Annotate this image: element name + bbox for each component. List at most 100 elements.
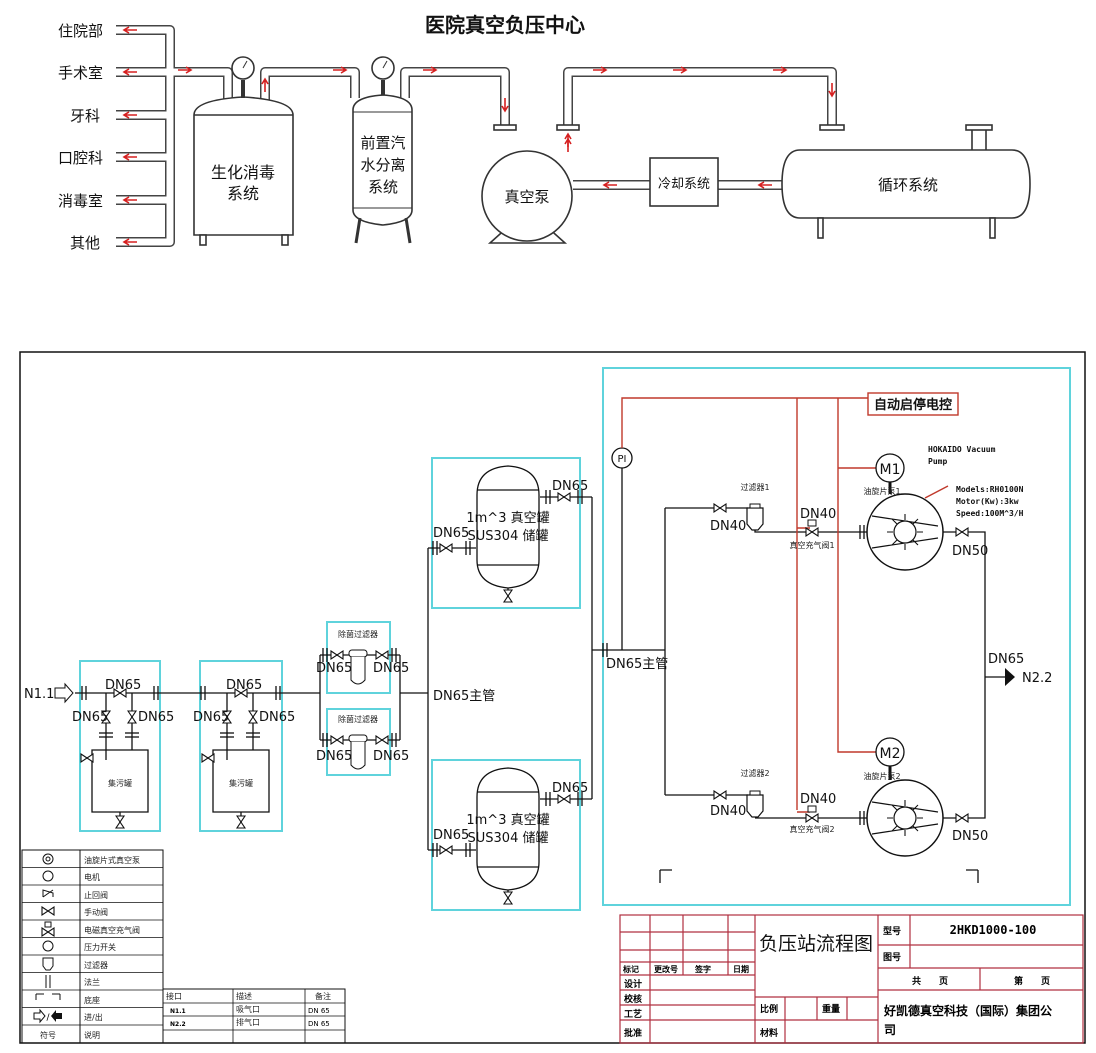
department-label: 消毒室	[58, 192, 103, 210]
overview-pipes	[116, 25, 837, 247]
pump-info: Pump	[928, 457, 947, 466]
motor-icon	[875, 453, 905, 483]
sterile-filter-unit: 除菌过滤器 DN65 DN65	[316, 629, 409, 685]
vacuum-tank: DN65 DN65 1m^3 真空罐 SUS304 储罐	[428, 767, 592, 905]
legend-desc: 电机	[84, 872, 100, 882]
pump-line-2: DN40 过滤器2 DN40 真空充气阀2 M2 油旋片泵2 DN50	[710, 737, 988, 857]
dn-label: DN65	[433, 828, 469, 843]
tank-unit-box	[431, 759, 581, 911]
legend-desc: 压力开关	[84, 942, 116, 952]
motor-label: M1	[880, 462, 901, 478]
pump-label: 油旋片泵2	[863, 771, 900, 781]
filter-label: 过滤器1	[740, 482, 769, 492]
sewage-unit-box	[79, 660, 161, 832]
legend-table: / 油旋片式真空泵 电机 止回阀 手动阀 电磁真空充气阀 压力开关 过滤器 法兰…	[21, 849, 164, 1044]
legend-desc: 手动阀	[84, 907, 108, 917]
pump-label: 油旋片泵1	[863, 486, 900, 496]
flange-icon	[45, 975, 51, 988]
valve-label: 真空充气阀1	[789, 540, 834, 550]
title-block-role: 批准	[624, 1027, 642, 1039]
separator-label: 水分离	[360, 156, 405, 174]
dn-label: DN65	[72, 710, 108, 725]
main-pipe-label: DN65主管	[433, 689, 495, 704]
motor-icon	[875, 737, 905, 767]
department-label: 口腔科	[58, 149, 103, 167]
filter-label: 过滤器2	[740, 768, 769, 778]
department-label: 住院部	[58, 22, 103, 40]
hospital-vacuum-overview: 医院真空负压中心 住院部 手术室 牙科 口腔科 消毒室 其他 生化消毒 系统	[58, 13, 1031, 252]
outlet-arrow-icon	[1005, 668, 1015, 686]
pressure-switch-label: PI	[618, 454, 627, 465]
tank-label: SUS304 储罐	[468, 529, 549, 544]
title-block-role: 校核	[624, 993, 642, 1005]
tank-unit-box	[431, 457, 581, 609]
pressure-switch-icon	[42, 940, 54, 952]
filter-icon	[42, 957, 54, 971]
biochem-label: 系统	[227, 184, 259, 203]
main-pipe-label: DN65主管	[606, 657, 668, 672]
title-block: 标记 更改号 签字 日期 设计 校核 工艺 批准 负压站流程图 比例 重量 材料…	[619, 914, 1084, 1044]
sterile-filter-label: 除菌过滤器	[338, 714, 378, 724]
title-block-header: 标记	[622, 964, 639, 974]
cooling-system: 冷却系统	[649, 157, 719, 207]
inlet-label: N1.1	[24, 687, 54, 702]
dn-label: DN40	[800, 792, 836, 807]
dn-label: DN65	[316, 749, 352, 764]
interface-cell: N1.1	[170, 1008, 186, 1015]
biochem-label: 生化消毒	[211, 163, 275, 182]
company-name: 司	[884, 1023, 896, 1037]
circulation-label: 循环系统	[878, 176, 938, 194]
scale-label: 比例	[760, 1003, 778, 1015]
department-label: 其他	[70, 234, 100, 252]
dn-label: DN40	[800, 507, 836, 522]
valve-label: 真空充气阀2	[789, 824, 834, 834]
company-name: 好凯德真空科技（国际）集团公	[883, 1003, 1052, 1018]
department-labels: 住院部 手术室 牙科 口腔科 消毒室 其他	[58, 22, 103, 252]
rotary-vane-pump-icon	[42, 853, 54, 865]
negative-pressure-flow-chart: N1.1 DN65 DN65 DN65 集污罐 DN65 DN65 DN65 集…	[19, 351, 1086, 1044]
interface-cell: DN 65	[308, 1007, 330, 1015]
outlet-label: N2.2	[1022, 671, 1052, 686]
sewage-tank-label: 集污罐	[108, 778, 132, 788]
inlet-icon	[33, 1008, 46, 1024]
tank-label: 1m^3 真空罐	[466, 511, 549, 526]
legend-desc: 油旋片式真空泵	[84, 855, 140, 865]
department-label: 牙科	[70, 107, 100, 125]
sewage-tank-unit: DN65 DN65 DN65 集污罐	[193, 678, 295, 829]
title-block-header: 更改号	[654, 964, 678, 974]
dn-label: DN65	[226, 678, 262, 693]
interface-cell: DN 65	[308, 1020, 330, 1028]
pump-info: Speed:100M^3/H	[956, 509, 1024, 518]
filter-icon	[746, 790, 764, 818]
steam-water-separator: 前置汽 水分离 系统	[352, 56, 413, 244]
vacuum-tank: DN65 DN65 1m^3 真空罐 SUS304 储罐	[428, 465, 592, 603]
pump-label: 真空泵	[504, 188, 549, 206]
dn-label: DN65	[259, 710, 295, 725]
dn-label: DN65	[138, 710, 174, 725]
motor-label: M2	[880, 746, 901, 762]
vacuum-pump-icon	[866, 779, 944, 857]
legend-desc: 进/出	[84, 1012, 103, 1022]
interface-header: 描述	[236, 991, 252, 1001]
legend-desc: 过滤器	[84, 960, 108, 970]
title-block-header: 日期	[733, 964, 749, 974]
model-label: 型号	[883, 925, 901, 937]
manual-valve-icon	[41, 906, 55, 916]
sterile-filter-unit: 除菌过滤器 DN65 DN65	[316, 714, 409, 770]
dn-label: DN65	[193, 710, 229, 725]
dn-label: DN40	[710, 804, 746, 819]
sterile-filter-label: 除菌过滤器	[338, 629, 378, 639]
dn-label: DN50	[952, 829, 988, 844]
dn-label: DN65	[988, 652, 1024, 667]
solenoid-valve-icon	[41, 927, 55, 937]
legend-desc: 法兰	[84, 977, 100, 987]
department-label: 手术室	[58, 64, 103, 82]
pump-info: Motor(Kw):3kw	[956, 497, 1019, 506]
pump-station-box	[602, 367, 1071, 906]
separator-label: 系统	[368, 178, 398, 196]
drawing-title: 负压站流程图	[759, 933, 873, 955]
model-value: 2HKD1000-100	[950, 923, 1037, 937]
interface-header: 备注	[315, 991, 331, 1001]
legend-header: 符号	[40, 1030, 56, 1040]
